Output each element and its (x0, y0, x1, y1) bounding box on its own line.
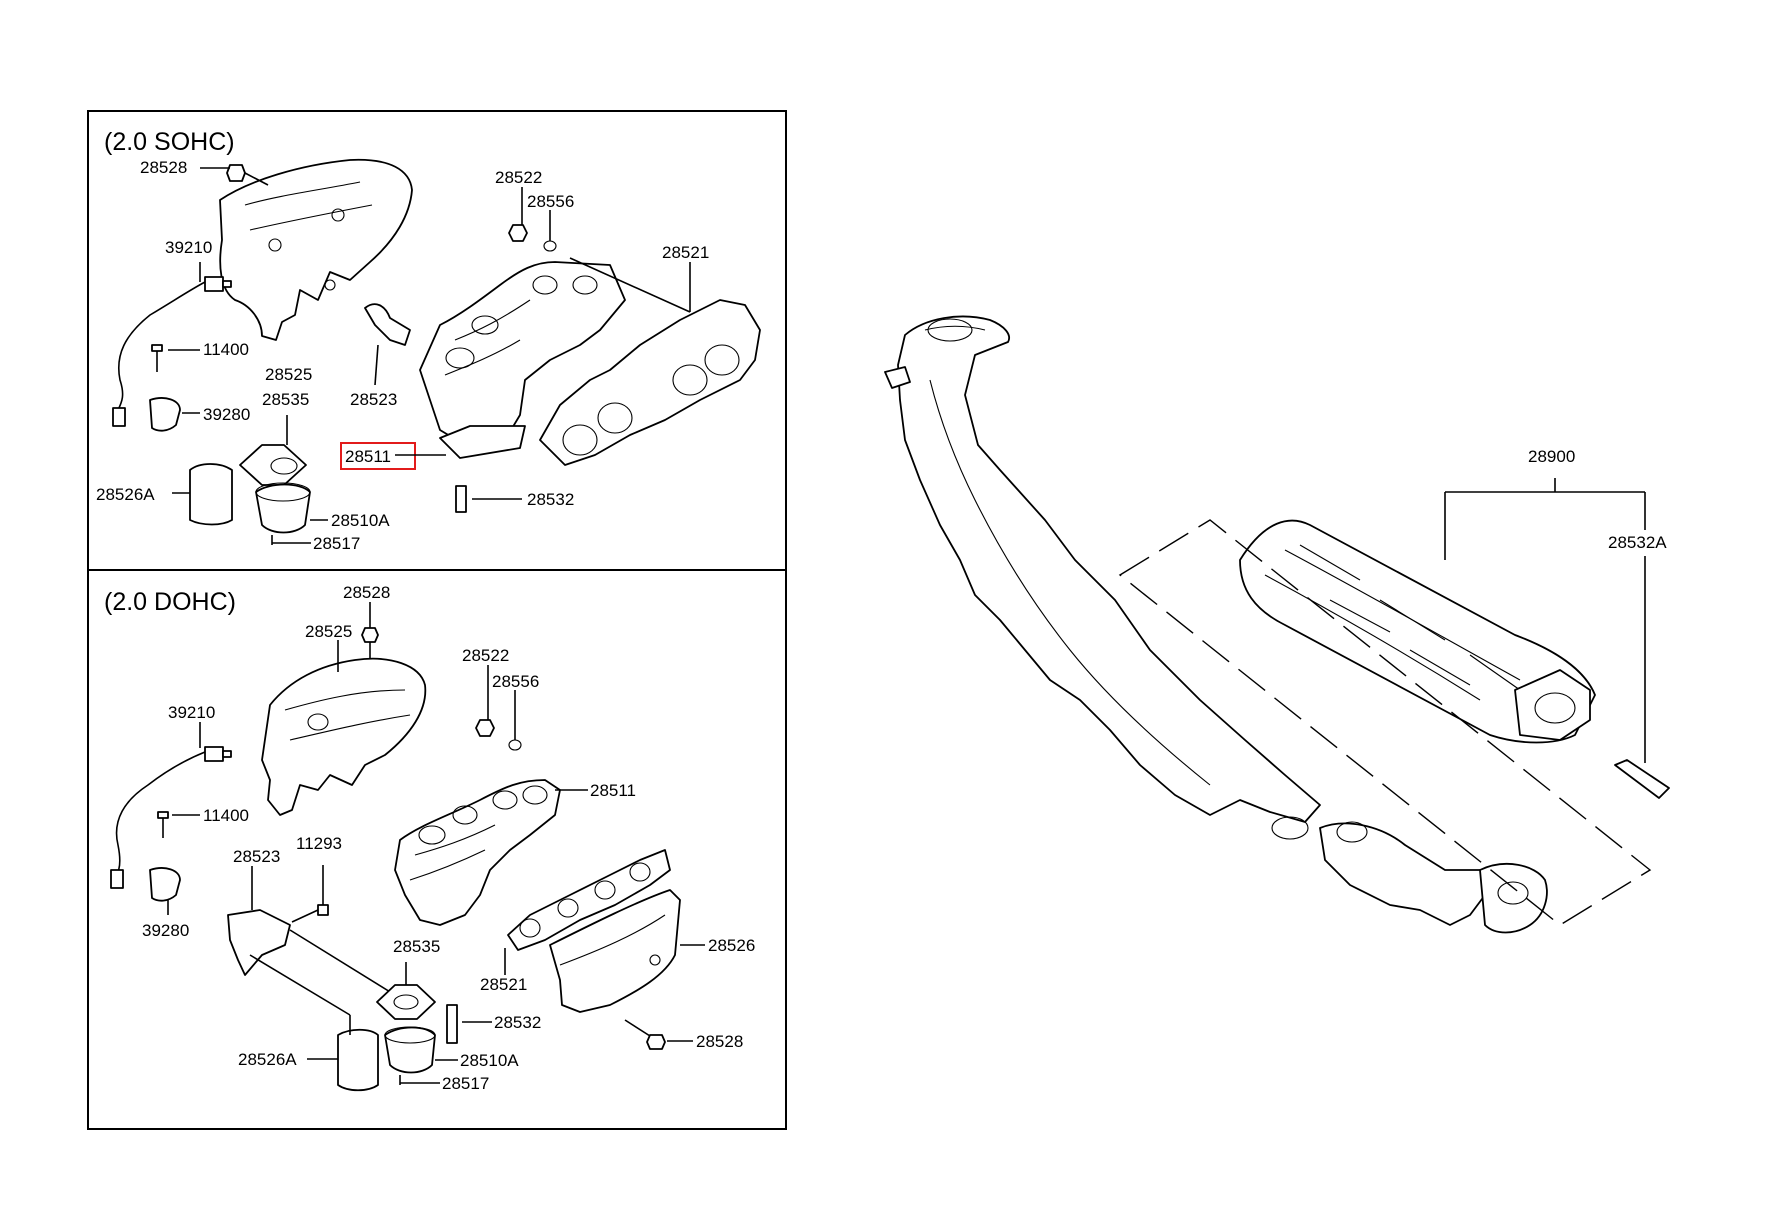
dohc-converter-28510A (384, 1026, 458, 1074)
sohc-bracket-39280 (149, 397, 200, 432)
sohc-bracket-28523 (364, 303, 411, 386)
dohc-bolt-28528-top (361, 602, 379, 670)
sohc-heat-shield-28525 (219, 158, 413, 341)
dohc-bracket-28523 (227, 866, 396, 1016)
dohc-bracket-39280 (149, 867, 181, 915)
dohc-label-28525: 28525 (305, 622, 352, 641)
sohc-label-39210: 39210 (165, 238, 212, 257)
dohc-label-11293: 11293 (296, 834, 342, 853)
dohc-panel (87, 569, 787, 1130)
dohc-exhaust-manifold-28511 (394, 779, 588, 926)
dohc-label-28532: 28532 (494, 1013, 541, 1032)
dohc-bolt-11400 (157, 811, 200, 838)
dohc-nut-28522 (475, 665, 495, 737)
front-exhaust-pipe (884, 315, 1548, 934)
sohc-label-28526A: 28526A (96, 485, 155, 504)
dohc-title: (2.0 DOHC) (104, 588, 236, 616)
sohc-gasket-28535 (239, 415, 307, 486)
sohc-label-28522: 28522 (495, 168, 542, 187)
dohc-heat-shield-28526 (549, 889, 705, 1013)
dohc-cover-28526A (307, 1015, 379, 1092)
dohc-heat-shield-28525 (261, 640, 427, 816)
sohc-label-28510A: 28510A (331, 511, 390, 530)
dohc-stud-28532 (446, 1004, 492, 1044)
dohc-gasket-28535 (376, 962, 436, 1020)
highlight-box-28511 (340, 442, 416, 470)
sohc-stud-28532 (455, 485, 522, 513)
sohc-exhaust-manifold-28511 (419, 261, 626, 459)
sohc-label-11400: 11400 (203, 340, 249, 359)
dohc-label-39210: 39210 (168, 703, 215, 722)
sohc-label-28523: 28523 (350, 390, 397, 409)
dohc-label-28517: 28517 (442, 1074, 489, 1093)
dohc-bolt-11293 (291, 865, 329, 923)
dohc-label-11400: 11400 (203, 806, 249, 825)
sohc-bolt-28528 (200, 164, 269, 186)
label-28532A: 28532A (1608, 533, 1667, 552)
leader-28900 (1444, 478, 1646, 763)
dohc-label-39280: 39280 (142, 921, 189, 940)
dohc-label-28521: 28521 (480, 975, 527, 994)
sohc-label-28511: 28511 (345, 447, 391, 466)
sohc-bolt-11400 (151, 344, 200, 372)
dohc-label-28526: 28526 (708, 936, 755, 955)
sohc-label-28528: 28528 (140, 158, 187, 177)
converter-stud-28532A (1614, 759, 1670, 799)
sohc-washer-28556 (543, 210, 557, 252)
sohc-gasket-28521 (539, 257, 761, 466)
dohc-label-28535: 28535 (393, 937, 440, 956)
dohc-label-28528-bottom: 28528 (696, 1032, 743, 1051)
sohc-nut-28522 (508, 187, 528, 242)
dohc-stud-28517 (399, 1075, 440, 1085)
sohc-cover-28526A (172, 463, 233, 526)
sohc-converter-28510A (255, 482, 328, 534)
sohc-label-39280: 39280 (203, 405, 250, 424)
sohc-label-28532: 28532 (527, 490, 574, 509)
dohc-bolt-28528-bottom (624, 1019, 693, 1050)
catalyst-dashed-outline (1118, 519, 1652, 926)
label-28900: 28900 (1528, 447, 1575, 466)
sohc-label-28525: 28525 (265, 365, 312, 384)
sohc-stud-28517 (271, 535, 311, 545)
dohc-label-28522: 28522 (462, 646, 509, 665)
dohc-gasket-28521 (504, 849, 671, 975)
dohc-washer-28556 (508, 690, 522, 751)
sohc-label-28556: 28556 (527, 192, 574, 211)
sohc-label-28521: 28521 (662, 243, 709, 262)
sohc-label-28535: 28535 (262, 390, 309, 409)
dohc-label-28510A: 28510A (460, 1051, 519, 1070)
dohc-label-28528-top: 28528 (343, 583, 390, 602)
catalytic-converter-28900 (1239, 519, 1596, 744)
dohc-oxygen-sensor-39210 (110, 722, 232, 889)
dohc-label-28523: 28523 (233, 847, 280, 866)
dohc-panel-frame (87, 569, 787, 1130)
dohc-label-28526A: 28526A (238, 1050, 297, 1069)
dohc-label-28556: 28556 (492, 672, 539, 691)
dohc-label-28511: 28511 (590, 781, 636, 800)
sohc-label-28517: 28517 (313, 534, 360, 553)
sohc-title: (2.0 SOHC) (104, 128, 235, 156)
sohc-oxygen-sensor-39210 (112, 262, 232, 427)
